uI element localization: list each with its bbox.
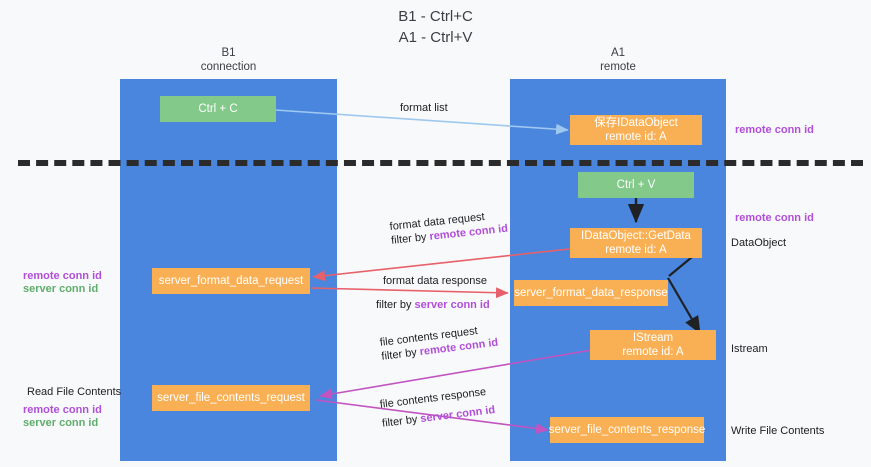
right-label-istream: Istream [731, 343, 768, 355]
right-label-dataobject: DataObject [731, 237, 787, 249]
edge-label-format-data-response-group: format data response filter by server co… [376, 274, 490, 312]
box-ctrl-v[interactable]: Ctrl + V [578, 172, 694, 198]
box-idataobject-getdata[interactable]: IDataObject::GetData remote id: A [570, 228, 702, 258]
filter-prefix: filter by [380, 346, 421, 363]
edge-label-format-data-response-filter: filter by server conn id [376, 298, 490, 312]
edge-label-format-data-response: format data response [383, 275, 487, 287]
column-header-a1: A1 remote [600, 47, 636, 73]
edge-label-file-contents-response-group: file contents response filter by server … [379, 384, 496, 431]
left-label-server-conn-id-mid: server conn id [23, 283, 99, 295]
box-istream[interactable]: IStream remote id: A [590, 330, 716, 360]
right-label-remote-conn-id-mid: remote conn id [735, 212, 814, 224]
left-label-server-conn-id-bottom: server conn id [23, 417, 99, 429]
edge-label-format-data-request-group: format data request filter by remote con… [389, 208, 509, 248]
left-label-remote-conn-id-bottom: remote conn id [23, 404, 102, 416]
column-header-b1: B1 connection [200, 47, 257, 73]
left-label-remote-conn-id-mid: remote conn id [23, 270, 102, 282]
left-label-read-file-contents: Read File Contents [27, 386, 122, 398]
box-ctrl-c[interactable]: Ctrl + C [160, 96, 276, 122]
edge-label-file-contents-request-group: file contents request filter by remote c… [379, 322, 499, 364]
filter-key-server-conn-id: server conn id [419, 403, 496, 426]
filter-prefix: filter by [381, 413, 422, 430]
box-save-idataobject[interactable]: 保存IDataObject remote id: A [570, 115, 702, 145]
box-server-format-data-request[interactable]: server_format_data_request [152, 268, 310, 294]
filter-prefix: filter by [390, 230, 431, 247]
section-divider [18, 160, 863, 166]
box-server-file-contents-response[interactable]: server_file_contents_response [549, 417, 705, 443]
edge-label-format-list: format list [400, 102, 448, 114]
right-label-write-file-contents: Write File Contents [731, 425, 825, 437]
right-label-remote-conn-id-top: remote conn id [735, 124, 814, 136]
box-server-format-data-response[interactable]: server_format_data_response [514, 280, 668, 306]
filter-prefix: filter by [376, 299, 415, 311]
page-title: B1 - Ctrl+C A1 - Ctrl+V [398, 8, 473, 46]
filter-key-server-conn-id: server conn id [414, 299, 490, 311]
box-server-file-contents-request[interactable]: server_file_contents_request [152, 385, 310, 411]
